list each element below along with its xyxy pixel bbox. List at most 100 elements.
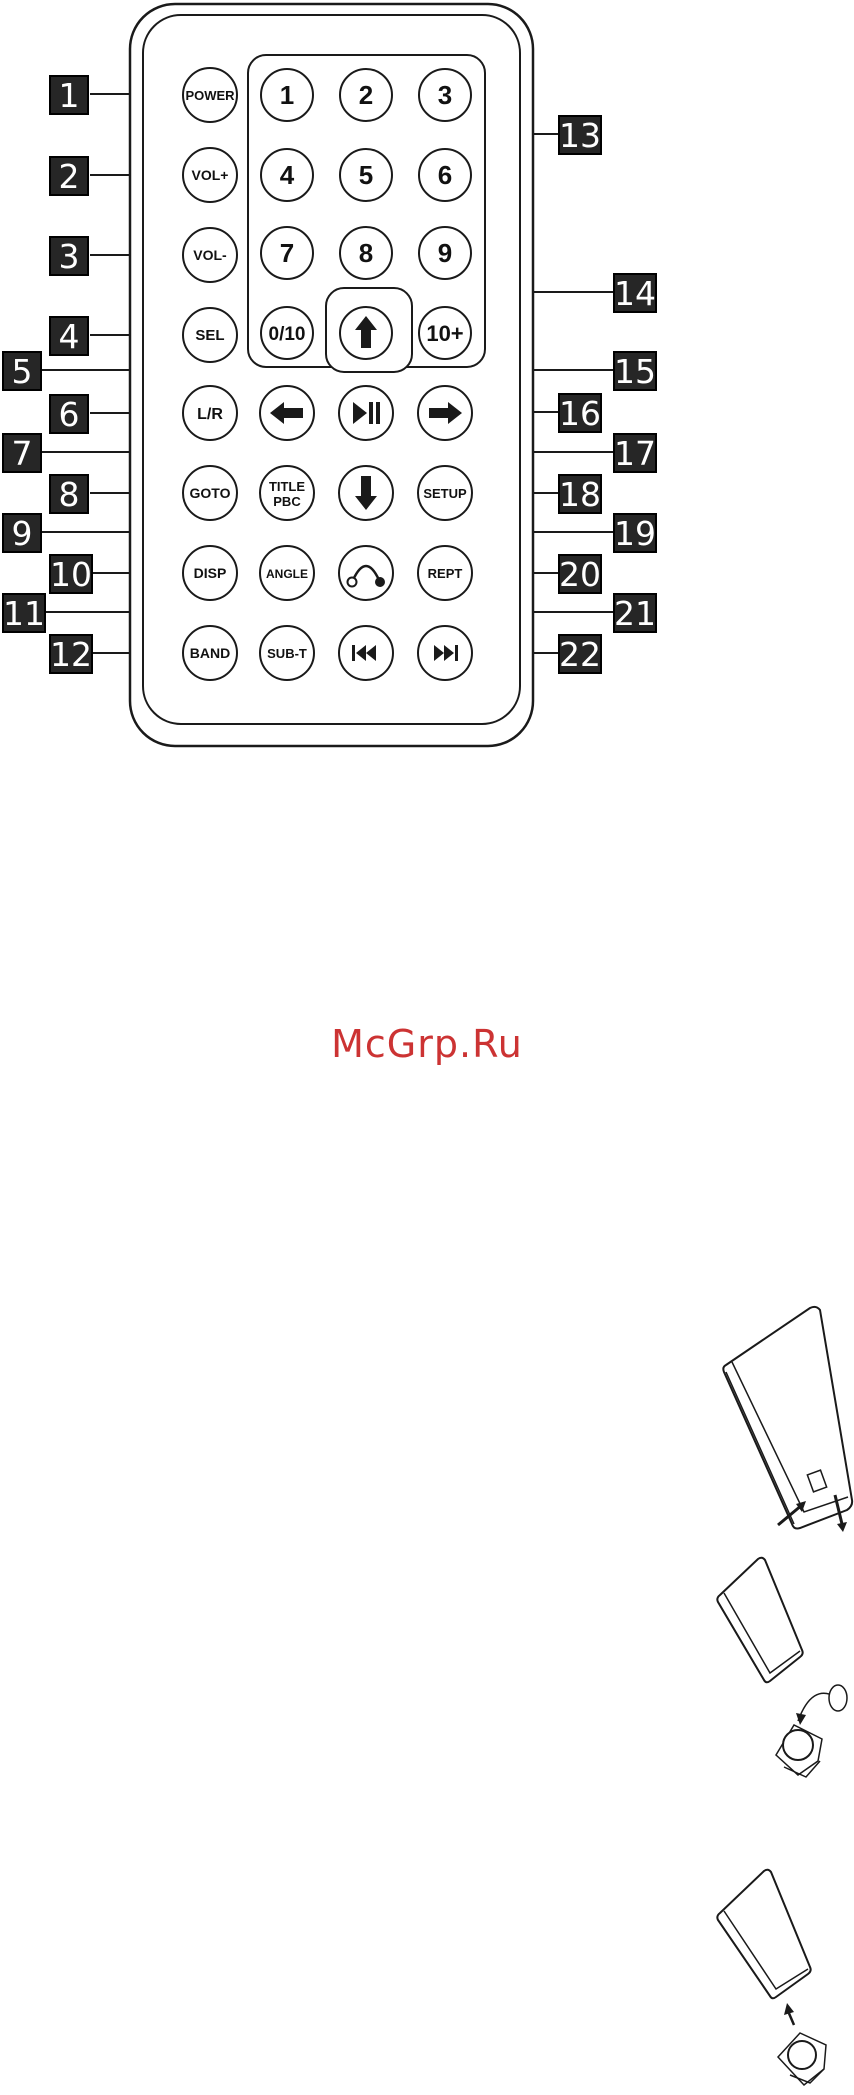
callout-14: 14 bbox=[614, 274, 656, 313]
lr-button[interactable]: L/R bbox=[183, 386, 237, 440]
battery-step-insert-illustration bbox=[714, 1555, 854, 1795]
up-button[interactable] bbox=[340, 307, 392, 359]
digit-4-button[interactable]: 4 bbox=[261, 149, 313, 201]
setup-button[interactable]: SETUP bbox=[418, 466, 472, 520]
ten-plus-label: 10+ bbox=[426, 321, 463, 346]
callout-6: 6 bbox=[50, 395, 88, 434]
digit-8-label: 8 bbox=[359, 238, 373, 268]
digit-6-label: 6 bbox=[438, 160, 452, 190]
angle-button[interactable]: ANGLE bbox=[260, 546, 314, 600]
digit-1-label: 1 bbox=[280, 80, 294, 110]
title-pbc-button[interactable]: TITLE PBC bbox=[260, 466, 314, 520]
band-button[interactable]: BAND bbox=[183, 626, 237, 680]
callout-number: 21 bbox=[614, 594, 656, 633]
battery-step-open-illustration bbox=[718, 1300, 854, 1540]
digit-7-label: 7 bbox=[280, 238, 294, 268]
callout-number: 9 bbox=[12, 514, 33, 553]
callout-number: 10 bbox=[50, 555, 92, 594]
callout-number: 8 bbox=[59, 475, 80, 514]
digit-4-label: 4 bbox=[280, 160, 295, 190]
disp-button[interactable]: DISP bbox=[183, 546, 237, 600]
left-button[interactable] bbox=[260, 386, 314, 440]
goto-label: GOTO bbox=[190, 485, 231, 501]
callout-16: 16 bbox=[559, 394, 601, 433]
callout-number: 22 bbox=[559, 635, 601, 674]
digit-5-button[interactable]: 5 bbox=[340, 149, 392, 201]
play-pause-button[interactable] bbox=[339, 386, 393, 440]
rept-button[interactable]: REPT bbox=[418, 546, 472, 600]
callout-20: 20 bbox=[559, 555, 601, 594]
digit-1-button[interactable]: 1 bbox=[261, 69, 313, 121]
watermark: McGrp.Ru bbox=[0, 1022, 854, 1066]
digit-6-button[interactable]: 6 bbox=[419, 149, 471, 201]
digit-8-button[interactable]: 8 bbox=[340, 227, 392, 279]
callout-number: 19 bbox=[614, 514, 656, 553]
vol-up-button[interactable]: VOL+ bbox=[183, 148, 237, 202]
callout-number: 5 bbox=[12, 352, 33, 391]
callout-number: 12 bbox=[50, 635, 92, 674]
callout-number: 3 bbox=[59, 237, 80, 276]
down-button[interactable] bbox=[339, 466, 393, 520]
callout-7: 7 bbox=[3, 434, 41, 473]
sel-label: SEL bbox=[195, 327, 224, 344]
lr-label: L/R bbox=[197, 406, 223, 423]
callout-number: 16 bbox=[559, 394, 601, 433]
callout-number: 1 bbox=[59, 76, 80, 115]
callout-4: 4 bbox=[50, 317, 88, 356]
sel-button[interactable]: SEL bbox=[183, 308, 237, 362]
callout-number: 7 bbox=[12, 434, 33, 473]
callout-2: 2 bbox=[50, 157, 88, 196]
vol-up-label: VOL+ bbox=[192, 167, 229, 183]
callout-number: 20 bbox=[559, 555, 601, 594]
callout-number: 14 bbox=[614, 274, 656, 313]
digit-3-button[interactable]: 3 bbox=[419, 69, 471, 121]
callout-15: 15 bbox=[614, 352, 656, 391]
setup-label: SETUP bbox=[423, 486, 467, 501]
zero-ten-button[interactable]: 0/10 bbox=[261, 307, 313, 359]
subt-label: SUB-T bbox=[267, 646, 307, 661]
callout-19: 19 bbox=[614, 514, 656, 553]
next-button[interactable] bbox=[418, 626, 472, 680]
zero-ten-label: 0/10 bbox=[269, 324, 306, 345]
power-button[interactable]: POWER bbox=[183, 68, 237, 122]
callout-17: 17 bbox=[614, 434, 656, 473]
disp-label: DISP bbox=[194, 565, 227, 581]
callout-21: 21 bbox=[614, 594, 656, 633]
digit-3-label: 3 bbox=[438, 80, 452, 110]
callout-9: 9 bbox=[3, 514, 41, 553]
callout-number: 15 bbox=[614, 352, 656, 391]
prev-button[interactable] bbox=[339, 626, 393, 680]
right-button[interactable] bbox=[418, 386, 472, 440]
digit-7-button[interactable]: 7 bbox=[261, 227, 313, 279]
angle-label: ANGLE bbox=[266, 567, 308, 581]
return-button[interactable] bbox=[339, 546, 393, 600]
callout-number: 18 bbox=[559, 475, 601, 514]
goto-button[interactable]: GOTO bbox=[183, 466, 237, 520]
callout-number: 2 bbox=[59, 157, 80, 196]
callout-number: 17 bbox=[614, 434, 656, 473]
callout-18: 18 bbox=[559, 475, 601, 514]
subt-button[interactable]: SUB-T bbox=[260, 626, 314, 680]
callout-5: 5 bbox=[3, 352, 41, 391]
callout-13: 13 bbox=[559, 116, 601, 155]
callout-10: 10 bbox=[50, 555, 92, 594]
power-label: POWER bbox=[185, 88, 235, 103]
digit-5-label: 5 bbox=[359, 160, 373, 190]
digit-9-button[interactable]: 9 bbox=[419, 227, 471, 279]
callout-number: 11 bbox=[3, 594, 45, 633]
pbc-label: PBC bbox=[273, 494, 301, 509]
callout-number: 4 bbox=[59, 317, 80, 356]
callout-number: 6 bbox=[59, 395, 80, 434]
digit-2-button[interactable]: 2 bbox=[340, 69, 392, 121]
callout-12: 12 bbox=[50, 635, 92, 674]
digit-9-label: 9 bbox=[438, 238, 452, 268]
callout-11: 11 bbox=[3, 594, 45, 633]
vol-down-button[interactable]: VOL- bbox=[183, 228, 237, 282]
title-label: TITLE bbox=[269, 479, 305, 494]
ten-plus-button[interactable]: 10+ bbox=[419, 307, 471, 359]
digit-2-label: 2 bbox=[359, 80, 373, 110]
callout-22: 22 bbox=[559, 635, 601, 674]
vol-down-label: VOL- bbox=[193, 247, 227, 263]
